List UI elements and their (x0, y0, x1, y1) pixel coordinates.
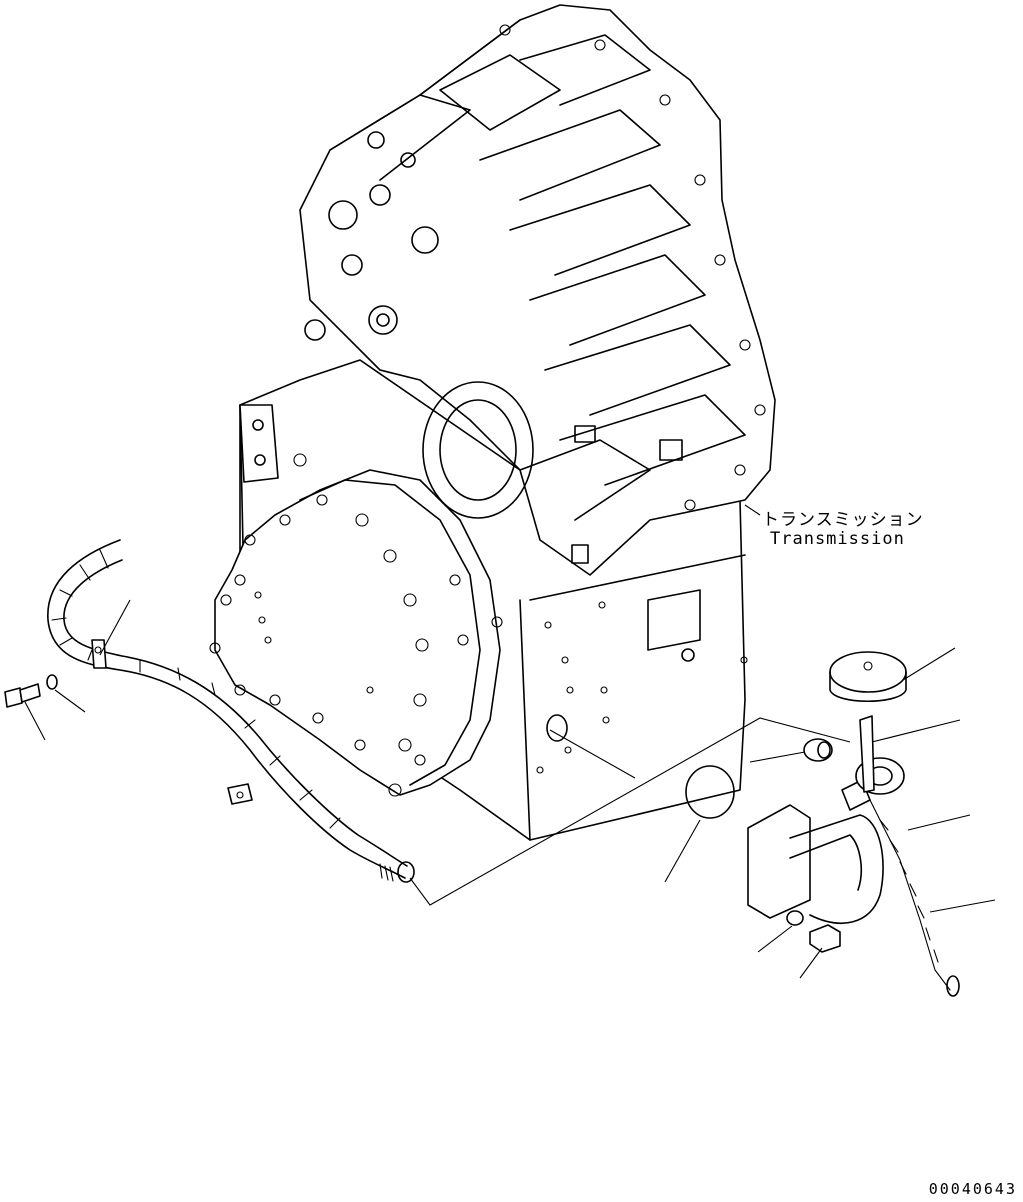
component-name-english: Transmission (770, 529, 905, 549)
cover-bolt-heads (209, 494, 503, 797)
bolt-washer-left (4, 674, 58, 708)
front-cover-plate (209, 469, 503, 797)
breather-hose (47, 539, 415, 883)
leader-lines (24, 504, 996, 979)
drawing-number: 00040643 (928, 1180, 1017, 1198)
filler-tube-assembly (685, 651, 960, 997)
component-name-japanese: トランスミッション (762, 510, 924, 530)
assembly-connector-line (409, 717, 851, 906)
